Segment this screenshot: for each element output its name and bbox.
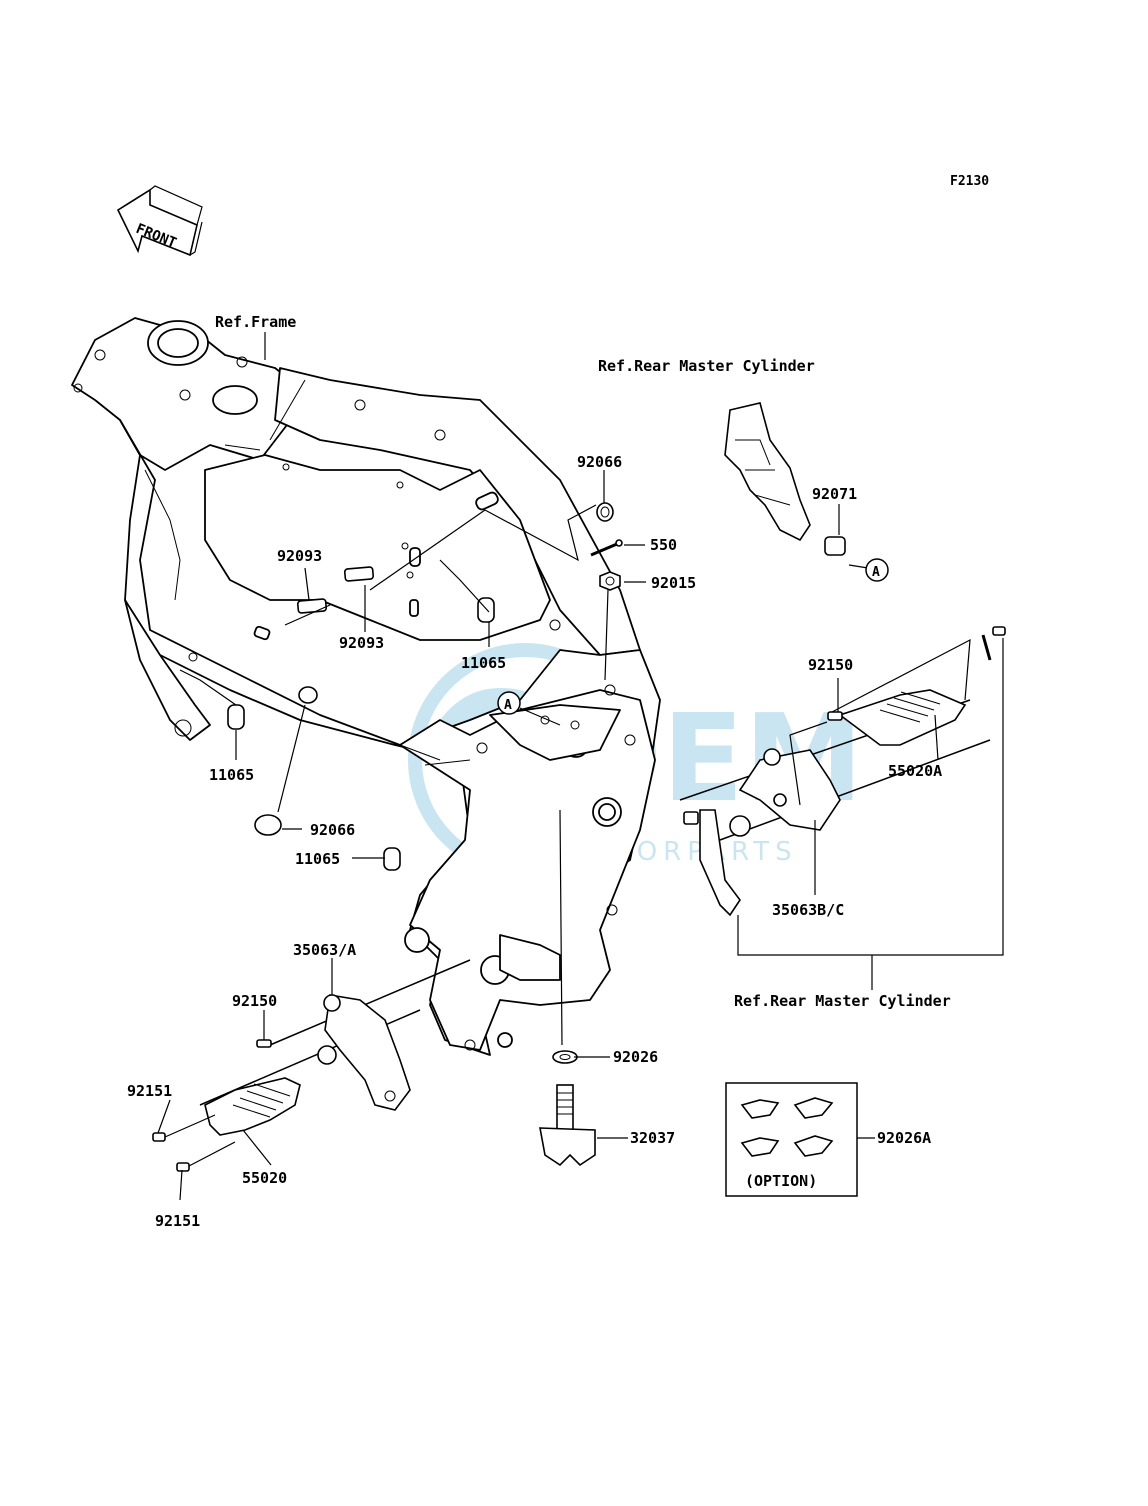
label-92026a: 92026A xyxy=(877,1129,931,1147)
callout-a-frame: A xyxy=(497,691,561,726)
label-35063bc: 35063B/C xyxy=(772,901,844,919)
part-92066-top-icon xyxy=(596,502,614,522)
rear-master-cylinder-top-icon xyxy=(724,402,846,556)
label-11065-left: 11065 xyxy=(209,766,254,784)
label-92071: 92071 xyxy=(812,485,857,503)
part-92093-upper-icon xyxy=(296,598,328,614)
right-footrest-icon xyxy=(679,626,1006,917)
left-footrest-icon xyxy=(152,959,471,1172)
callout-a-right: A xyxy=(865,558,889,582)
label-92093-lower: 92093 xyxy=(339,634,384,652)
diagram-code: F2130 xyxy=(950,174,989,189)
label-35063a: 35063/A xyxy=(293,941,356,959)
part-32037-bolt-icon xyxy=(539,1050,596,1167)
part-11065-lower-icon xyxy=(383,847,401,871)
front-arrow-icon: FRONT xyxy=(116,185,203,257)
part-92093-lower-icon xyxy=(343,566,375,582)
part-11065-mid-icon xyxy=(477,597,495,623)
part-550-pin-icon xyxy=(590,539,623,557)
label-550: 550 xyxy=(650,536,677,554)
label-92151-top: 92151 xyxy=(127,1082,172,1100)
part-11065-left-icon xyxy=(227,704,245,730)
leader-lines xyxy=(157,332,1004,1201)
part-92015-nut-icon xyxy=(599,571,621,591)
svg-text:A: A xyxy=(872,565,880,580)
part-92066-left-icon xyxy=(254,686,318,836)
label-ref-rear-master-bottom: Ref.Rear Master Cylinder xyxy=(734,992,951,1010)
label-option: (OPTION) xyxy=(745,1172,817,1190)
label-55020a: 55020A xyxy=(888,762,942,780)
label-92066-left: 92066 xyxy=(310,821,355,839)
label-32037: 32037 xyxy=(630,1129,675,1147)
label-92150-left: 92150 xyxy=(232,992,277,1010)
label-ref-frame: Ref.Frame xyxy=(215,313,296,331)
label-11065-lower: 11065 xyxy=(295,850,340,868)
option-shim-box xyxy=(725,1082,858,1197)
frame-drawing xyxy=(71,317,661,1056)
label-11065-mid: 11065 xyxy=(461,654,506,672)
label-55020: 55020 xyxy=(242,1169,287,1187)
label-ref-rear-master-top: Ref.Rear Master Cylinder xyxy=(598,357,815,375)
label-92066-top: 92066 xyxy=(577,453,622,471)
label-92151-bottom: 92151 xyxy=(155,1212,200,1230)
label-92026: 92026 xyxy=(613,1048,658,1066)
svg-text:A: A xyxy=(504,698,512,713)
label-92150-right: 92150 xyxy=(808,656,853,674)
label-92015: 92015 xyxy=(651,574,696,592)
label-92093-upper: 92093 xyxy=(277,547,322,565)
